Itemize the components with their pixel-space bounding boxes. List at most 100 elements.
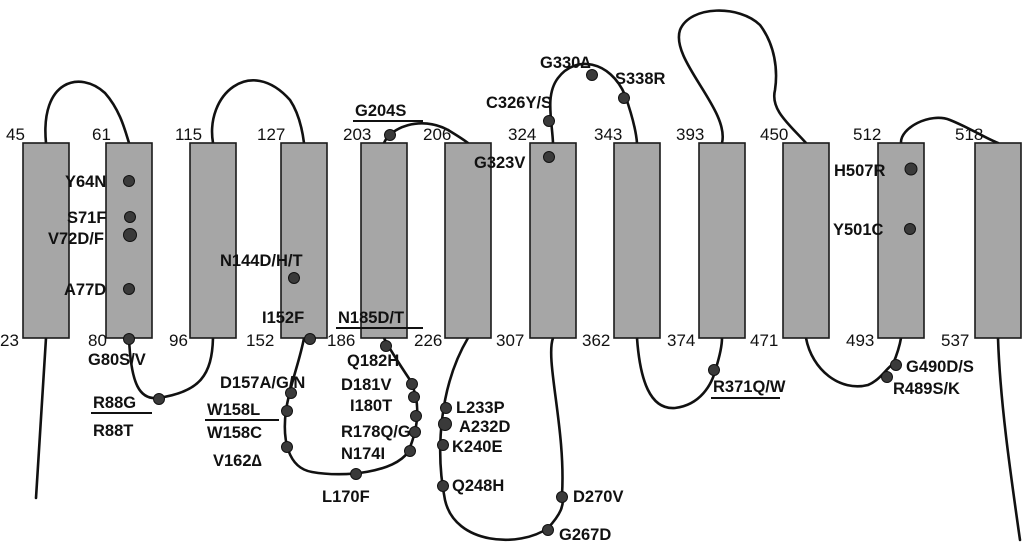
helix-1 <box>22 142 70 339</box>
label-n185dt: N185D/T <box>338 309 404 327</box>
dot-q182h <box>380 340 392 352</box>
helix-3-bottom-number: 96 <box>169 331 188 350</box>
helix-8 <box>613 142 661 339</box>
label-q248h: Q248H <box>452 477 504 495</box>
label-g80sv: G80S/V <box>88 351 146 369</box>
label-s338r: S338R <box>615 70 666 88</box>
dot-q248h <box>437 480 449 492</box>
helix-1-top-number: 45 <box>6 125 25 144</box>
dot-d270v <box>556 491 568 503</box>
label-l233p: L233P <box>456 399 505 417</box>
transmembrane-helices <box>22 142 1022 339</box>
helix-9-top-number: 393 <box>676 125 704 144</box>
label-i152f: I152F <box>262 309 304 327</box>
helix-10 <box>782 142 830 339</box>
label-g490ds: G490D/S <box>906 358 974 376</box>
label-r489sk: R489S/K <box>893 380 960 398</box>
label-r88g: R88G <box>93 394 136 412</box>
helix-6 <box>444 142 492 339</box>
label-h507r: H507R <box>834 162 885 180</box>
helix-5-bottom-number: 186 <box>327 331 355 350</box>
helix-10-bottom-number: 471 <box>750 331 778 350</box>
dot-y64n <box>123 175 135 187</box>
helix-4-bottom-number: 152 <box>246 331 274 350</box>
dot-h507r <box>904 162 918 176</box>
label-q182h: Q182H <box>347 352 399 370</box>
helix-7-top-number: 324 <box>508 125 536 144</box>
dot-k240e <box>437 439 449 451</box>
dot-y501c <box>904 223 916 235</box>
dot-r489sk <box>881 371 893 383</box>
label-n174i: N174I <box>341 445 385 463</box>
dot-d157agn <box>285 387 297 399</box>
label-d181v: D181V <box>341 376 391 394</box>
label-y64n: Y64N <box>65 173 106 191</box>
label-r88t: R88T <box>93 422 133 440</box>
dot-l233p <box>440 402 452 414</box>
label-c326ys: C326Y/S <box>486 94 552 112</box>
label-y501c: Y501C <box>833 221 884 239</box>
dot-r178qg-2 <box>409 426 421 438</box>
dot-g204s <box>384 129 396 141</box>
helix-3 <box>189 142 237 339</box>
label-r371qw: R371Q/W <box>713 378 786 396</box>
helix-1-bottom-number: 23 <box>0 331 19 350</box>
helix-12 <box>974 142 1022 339</box>
dot-i152f <box>304 333 316 345</box>
dot-r178qg <box>410 410 422 422</box>
helix-2-bottom-number: 80 <box>88 331 107 350</box>
dot-g80sv <box>123 333 135 345</box>
helix-5-top-number: 203 <box>343 125 371 144</box>
helix-3-top-number: 115 <box>175 125 202 144</box>
dot-s71f <box>124 211 136 223</box>
label-a77d: A77D <box>64 281 106 299</box>
helix-6-top-number: 206 <box>423 125 451 144</box>
helix-5 <box>360 142 408 339</box>
label-d157agn: D157A/G/N <box>220 374 305 392</box>
label-r178qg: R178Q/G <box>341 423 411 441</box>
dot-s338r <box>618 92 630 104</box>
dot-d181v <box>406 378 418 390</box>
helix-2-top-number: 61 <box>92 125 111 144</box>
polypeptide-chain <box>34 9 1022 542</box>
dot-c326ys <box>543 115 555 127</box>
dot-l170f <box>350 468 362 480</box>
dot-r371qw <box>708 364 720 376</box>
helix-10-top-number: 450 <box>760 125 788 144</box>
helix-11-top-number: 512 <box>853 125 881 144</box>
label-s71f: S71F <box>67 209 106 227</box>
helix-8-top-number: 343 <box>594 125 622 144</box>
dot-n174i <box>404 445 416 457</box>
helix-11-bottom-number: 493 <box>846 331 874 350</box>
helix-8-bottom-number: 362 <box>582 331 610 350</box>
dot-g490ds <box>890 359 902 371</box>
helix-12-top-number: 518 <box>955 125 983 144</box>
label-v72df: V72D/F <box>48 230 104 248</box>
label-g323v: G323V <box>474 154 525 172</box>
dot-n144dht <box>288 272 300 284</box>
dot-g330del <box>586 69 598 81</box>
helix-4-top-number: 127 <box>257 125 285 144</box>
helix-4 <box>280 142 328 339</box>
label-d270v: D270V <box>573 488 623 506</box>
helix-6-bottom-number: 226 <box>414 331 442 350</box>
dot-v162del <box>281 441 293 453</box>
dot-i180t <box>408 391 420 403</box>
helix-9 <box>698 142 746 339</box>
helix-11 <box>877 142 925 339</box>
label-v162del: V162∆ <box>213 452 262 470</box>
helix-7-bottom-number: 307 <box>496 331 524 350</box>
mutation-dots <box>123 69 918 536</box>
label-k240e: K240E <box>452 438 502 456</box>
helix-7 <box>529 142 577 339</box>
dot-w158l <box>281 405 293 417</box>
label-g267d: G267D <box>559 526 611 544</box>
label-i180t: I180T <box>350 397 392 415</box>
label-l170f: L170F <box>322 488 370 506</box>
label-a232d: A232D <box>459 418 510 436</box>
mutation-labels: Y64N S71F V72D/F A77D G80S/V R88G R88T N… <box>48 54 974 544</box>
helix-9-bottom-number: 374 <box>667 331 695 350</box>
label-w158c: W158C <box>207 424 262 442</box>
dot-v72df <box>123 228 137 242</box>
